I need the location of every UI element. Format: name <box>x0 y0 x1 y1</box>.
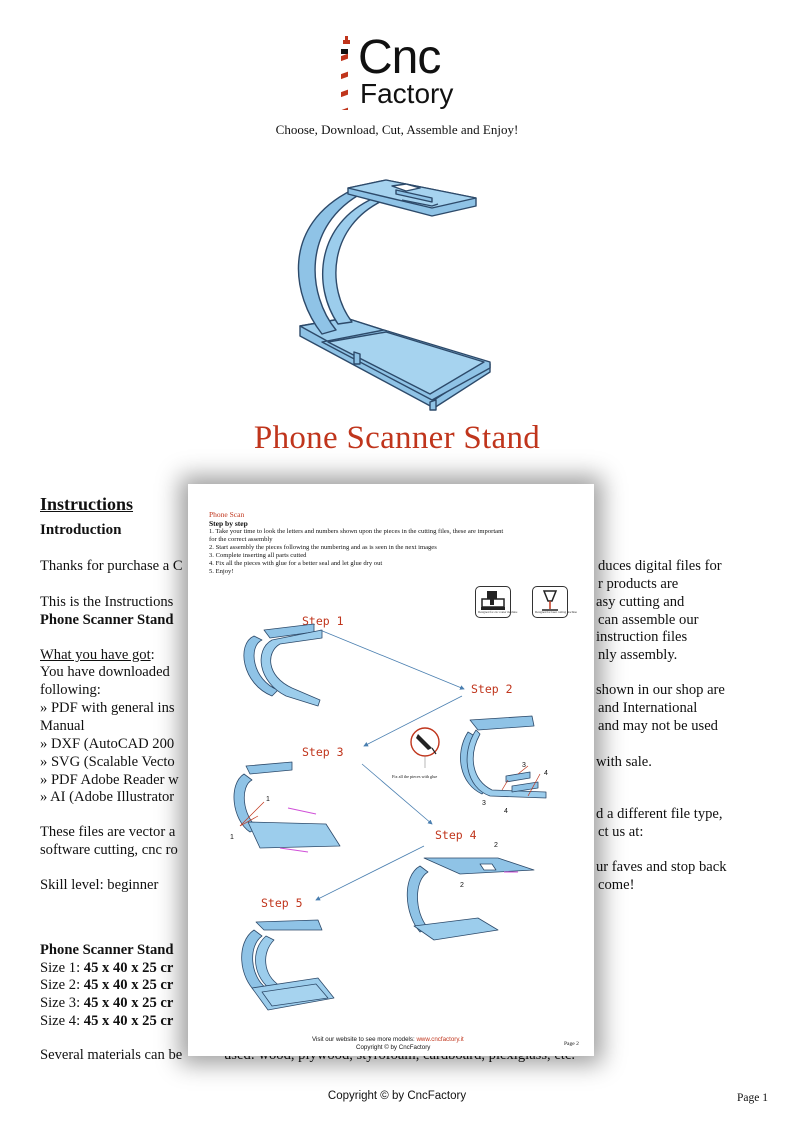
right-line-10: with sale. <box>596 754 652 770</box>
step5-tray <box>261 983 329 1007</box>
part-number: 1 <box>230 834 234 841</box>
part-number: 4 <box>544 770 548 777</box>
page-title: Phone Scanner Stand <box>253 420 541 456</box>
arrow-step3-to-step4 <box>361 763 433 825</box>
phone-scanner-stand-illustration <box>297 179 491 411</box>
glue-label: Fix all the pieces with glue <box>392 774 438 779</box>
laser-cutter-label: Designed for laser cutting machine <box>535 610 577 614</box>
size-1: Size 1: 45 x 40 x 25 cr <box>40 960 174 976</box>
intro-product-name: Phone Scanner Stand <box>40 612 174 628</box>
size-3: Size 3: 45 x 40 x 25 cr <box>40 995 174 1011</box>
right-line-11: d a different file type, <box>596 806 723 822</box>
step-text-5: 5. Enjoy! <box>209 568 234 575</box>
arrow-step1-to-step2 <box>319 629 465 690</box>
glue-icon <box>410 727 440 768</box>
footer-copyright: Copyright © by CncFactory <box>327 1090 467 1102</box>
step1-arch-a <box>243 635 279 697</box>
part-number: 2 <box>494 842 498 849</box>
step3-top <box>245 761 293 775</box>
laser-cutter-badge <box>532 586 568 618</box>
preview-header: Phone Scan <box>209 510 245 519</box>
ai-item: » AI (Adobe Illustrator <box>40 789 175 805</box>
software-text: software cutting, cnc ro <box>40 842 178 858</box>
preview-footer-website: Visit our website to see more models: ww… <box>312 1036 464 1043</box>
step-text-1b: for the correct assembly <box>209 536 273 543</box>
right-line-3: asy cutting and <box>596 594 685 610</box>
step-2-label: Step 2 <box>471 682 513 696</box>
vector-text: These files are vector a <box>40 824 176 840</box>
logo-factory-text: Factory <box>360 78 454 109</box>
part-number: 4 <box>504 808 508 815</box>
cncfactory-logo: Cnc Factory <box>336 31 476 114</box>
right-line-14: come! <box>598 877 635 893</box>
assembly-diagram <box>233 623 547 1011</box>
cnc-router-label: Designed for cnc router machine <box>478 610 518 614</box>
skill-level-text: Skill level: beginner <box>40 877 159 893</box>
page-number: Page 1 <box>737 1092 768 1104</box>
manual-text: Manual <box>40 718 85 734</box>
cnc-router-badge <box>475 586 511 618</box>
step-4-label: Step 4 <box>435 828 477 842</box>
intro-thanks-text: Thanks for purchase a C <box>40 558 183 574</box>
size-2: Size 2: 45 x 40 x 25 cr <box>40 977 174 993</box>
following-text: following: <box>40 682 101 698</box>
part-number: 3 <box>482 800 486 807</box>
step2-arch-b <box>466 729 547 799</box>
downloaded-text: You have downloaded <box>40 664 170 680</box>
step2-bracket-1 <box>505 771 531 783</box>
arrow-step2-to-step3 <box>363 695 463 747</box>
tagline: Choose, Download, Cut, Assemble and Enjo… <box>275 122 519 137</box>
arrow-step4-to-step5 <box>315 845 425 901</box>
step-text-4: 4. Fix all the pieces with glue for a be… <box>209 560 383 567</box>
step4-slot <box>479 863 497 871</box>
step4-top <box>423 857 535 875</box>
intro-this-is-text: This is the Instructions <box>40 594 174 610</box>
right-line-12: ct us at: <box>598 824 644 840</box>
step2-top <box>469 715 535 731</box>
right-line-1: duces digital files for <box>598 558 722 574</box>
step-text-1: 1. Take your time to look the letters an… <box>209 528 504 535</box>
step5-top <box>255 919 323 931</box>
cnc-router-icon <box>481 591 505 610</box>
step-3-label: Step 3 <box>302 745 344 759</box>
step3-base <box>247 821 341 849</box>
step-by-step-heading: Step by step <box>209 519 248 528</box>
step-text-2: 2. Start assembly the pieces following t… <box>209 544 437 551</box>
svg-item: » SVG (Scalable Vecto <box>40 754 175 770</box>
right-line-6: nly assembly. <box>598 647 678 663</box>
instruction-page-preview: Phone Scan Step by step 1. Take your tim… <box>188 484 594 1056</box>
step4-arch <box>406 865 429 933</box>
right-line-8: and International <box>598 700 698 716</box>
instructions-heading: Instructions <box>40 494 134 514</box>
step-5-label: Step 5 <box>261 896 303 910</box>
right-line-5: instruction files <box>596 629 688 645</box>
part-number: 3 <box>522 762 526 769</box>
step-text-3: 3. Complete inserting all parts cutted <box>209 552 307 559</box>
size-4: Size 4: 45 x 40 x 25 cr <box>40 1013 174 1029</box>
part-number: 1 <box>266 796 270 803</box>
laser-cutter-icon <box>542 590 558 611</box>
right-line-7: shown in our shop are <box>596 682 725 698</box>
logo-cnc-text: Cnc <box>358 31 441 84</box>
step2-bracket-2 <box>511 781 539 793</box>
preview-footer-copyright: Copyright © by CncFactory <box>356 1044 431 1051</box>
materials-text-start: Several materials can be <box>40 1047 183 1063</box>
preview-page-number: Page 2 <box>564 1041 579 1047</box>
right-line-9: and may not be used <box>598 718 718 734</box>
step4-base <box>413 917 499 941</box>
pdf-general-item: » PDF with general ins <box>40 700 175 716</box>
step1-arch-b <box>260 629 323 707</box>
right-line-13: ur faves and stop back <box>596 859 727 875</box>
part-number: 2 <box>460 882 464 889</box>
website-link[interactable]: www.cncfactory.it <box>416 1036 464 1043</box>
pdf-reader-item: » PDF Adobe Reader w <box>40 772 179 788</box>
logo-drill-icon <box>341 36 350 110</box>
sizes-heading: Phone Scanner Stand <box>40 942 174 958</box>
right-line-4: can assemble our <box>598 612 699 628</box>
what-you-have-got: What you have got: <box>40 647 155 663</box>
dxf-item: » DXF (AutoCAD 200 <box>40 736 175 752</box>
introduction-heading: Introduction <box>40 522 122 538</box>
right-line-2: r products are <box>598 576 679 592</box>
